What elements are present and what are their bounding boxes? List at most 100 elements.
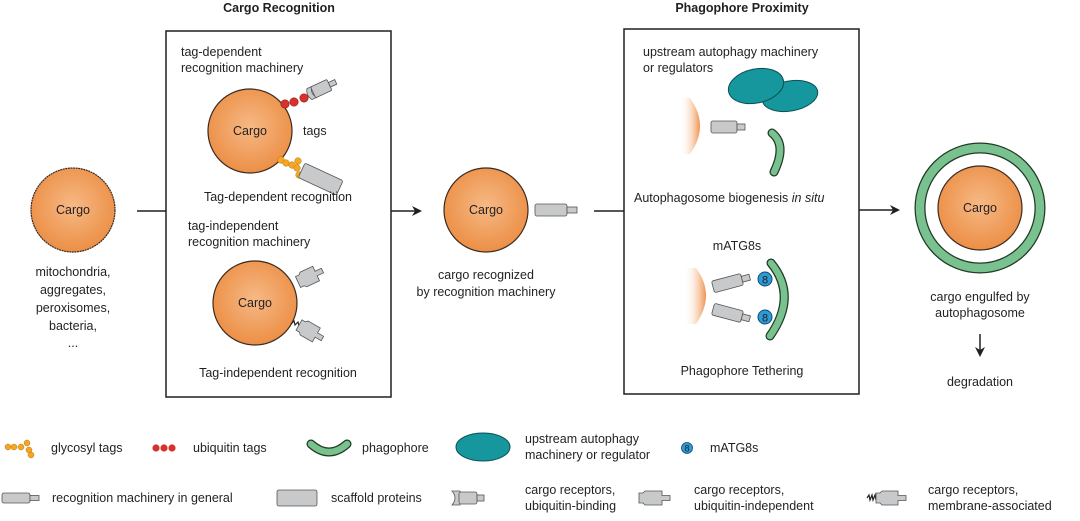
legend-label: machinery or regulator [525,448,650,462]
legend-label: glycosyl tags [51,441,123,455]
matg8-icon: 8 [681,442,693,454]
ubiquitin-tags-icon [152,444,176,452]
cargo-circle [30,167,116,253]
legend-item-scaffold: scaffold proteins [276,489,422,507]
legend-label: cargo receptors, [694,483,784,497]
initial-cargo: Cargo [30,167,116,253]
membrane-associated-receptor-icon [875,490,907,506]
membrane-anchor-icon [290,319,300,327]
membrane-associated-receptor-icon [295,319,325,343]
tag-dependent-machinery-label: tag-dependent [181,45,262,59]
recognized-cargo: Cargo [443,167,529,253]
cargo-label: Cargo [963,201,997,215]
legend-item-matg8: 8 mATG8s [681,441,758,455]
example-text: peroxisomes, [36,301,110,315]
legend-label: recognition machinery in general [52,491,233,505]
cargo-circle [443,167,529,253]
autophagosome: Cargo [914,142,1046,274]
example-text: aggregates, [40,283,106,297]
legend-label: ubiquitin-binding [525,499,616,513]
example-text: ... [68,336,78,350]
example-text: mitochondria, [35,265,110,279]
ubiquitin-binding-receptor-icon [451,490,485,506]
cargo-label: Cargo [56,203,90,217]
legend: glycosyl tags ubiquitin tags phagophore … [1,432,1052,513]
cargo-edge [684,268,706,324]
cargo-circle [212,260,298,346]
cargo-label: Cargo [238,296,272,310]
recognition-machinery-icon [1,492,40,504]
tags-label: tags [303,124,327,138]
matg8-icon: 8 [757,271,773,287]
tethering-caption: Phagophore Tethering [681,364,804,378]
autophagosome-membrane [915,143,1045,273]
tag-dependent-cargo: Cargo [207,88,293,174]
legend-item-ubiquitin: ubiquitin tags [152,441,267,455]
legend-item-ubiquitin-independent: cargo receptors, ubiquitin-independent [638,483,814,513]
matg8-label: mATG8s [713,239,761,253]
glycosyl-tags-icon [277,156,303,179]
degradation-label: degradation [947,375,1013,389]
tag-independent-caption: Tag-independent recognition [199,366,357,380]
cargo-label: Cargo [469,203,503,217]
recognition-machinery-icon [710,120,746,134]
cargo-label: Cargo [233,124,267,138]
biogenesis-caption-italic: in situ [792,191,825,205]
legend-label: scaffold proteins [331,491,422,505]
tag-independent-machinery-label: recognition machinery [188,235,311,249]
upstream-label: upstream autophagy machinery [643,45,819,59]
matg8-icon: 8 [757,309,773,325]
recognition-machinery-icon [534,203,578,217]
recognition-machinery-icon [711,303,751,323]
glycosyl-tags-icon [4,439,35,459]
engulfed-caption: autophagosome [935,306,1025,320]
cargo-circle [937,165,1023,251]
legend-item-phagophore: phagophore [306,439,429,457]
cargo-recognition-box [165,30,392,398]
biogenesis-caption: Autophagosome biogenesis in situ [634,191,824,205]
scaffold-protein-icon [276,489,318,507]
cargo-edge [680,98,700,154]
ubiquitin-tags-icon [280,93,309,109]
upstream-machinery-icon [455,432,511,462]
biogenesis-caption-text: Autophagosome biogenesis [634,191,792,205]
membrane-anchor-icon [866,492,877,503]
legend-label: cargo receptors, [928,483,1018,497]
recognized-caption: cargo recognized [438,268,534,282]
legend-item-recognition-machinery: recognition machinery in general [1,491,233,505]
legend-item-glycosyl: glycosyl tags [4,439,123,459]
recognition-machinery-icon [711,273,751,293]
legend-label: mATG8s [710,441,758,455]
scaffold-protein-icon [298,163,343,195]
phagophore-proximity-box [623,28,860,395]
tag-independent-cargo: Cargo [212,260,298,346]
legend-label: cargo receptors, [525,483,615,497]
legend-label: ubiquitin-independent [694,499,814,513]
phagophore-proximity-title: Phagophore Proximity [675,1,808,15]
legend-label: phagophore [362,441,429,455]
matg8-glyph: 8 [762,275,768,287]
legend-label: membrane-associated [928,499,1052,513]
tag-dependent-machinery-label: recognition machinery [181,61,304,75]
ubiquitin-independent-receptor-icon [294,265,325,288]
cargo-examples: mitochondria, aggregates, peroxisomes, b… [35,265,110,350]
legend-label: ubiquitin tags [193,441,267,455]
upstream-machinery-icon [727,67,785,105]
upstream-label: or regulators [643,61,713,75]
legend-label: upstream autophagy [525,432,640,446]
cargo-circle [207,88,293,174]
matg8-glyph: 8 [684,444,689,454]
tag-dependent-caption: Tag-dependent recognition [204,190,352,204]
example-text: bacteria, [49,319,97,333]
recognized-caption: by recognition machinery [417,285,557,299]
legend-item-upstream: upstream autophagy machinery or regulato… [455,432,650,462]
engulfed-caption: cargo engulfed by [930,290,1030,304]
legend-item-ubiquitin-binding: cargo receptors, ubiquitin-binding [451,483,616,513]
matg8-glyph: 8 [762,313,768,325]
ubiquitin-binding-receptor-icon [306,79,338,101]
tag-independent-machinery-label: tag-independent [188,219,279,233]
cargo-recognition-title: Cargo Recognition [223,1,335,15]
ubiquitin-independent-receptor-icon [638,490,671,506]
legend-item-membrane-associated: cargo receptors, membrane-associated [866,483,1052,513]
